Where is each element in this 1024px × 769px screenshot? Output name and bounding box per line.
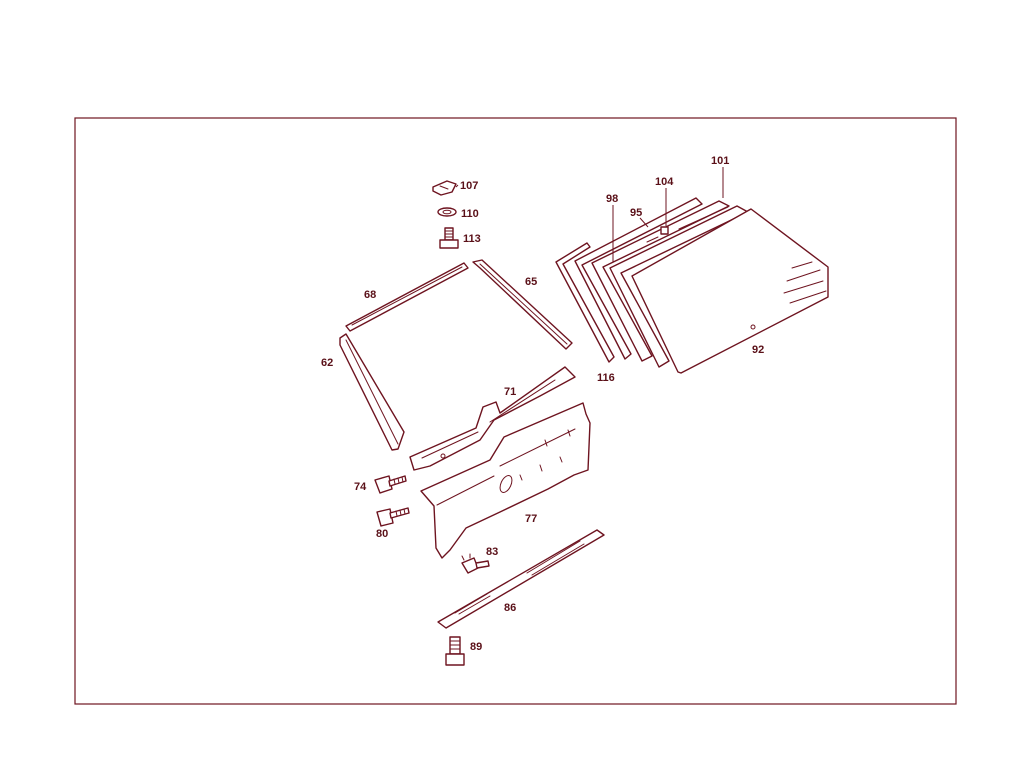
part-74-screw (374, 475, 407, 494)
label-62: 62 (321, 357, 333, 369)
part-95-frame (591, 200, 730, 362)
part-98-seal (574, 197, 703, 360)
label-68: 68 (364, 289, 376, 301)
part-107-clip (432, 180, 457, 196)
part-101-detail (678, 206, 729, 230)
part-89-screw (445, 636, 465, 666)
part-113-bolt (439, 227, 459, 249)
part-68-upper-trim (345, 262, 469, 332)
label-77: 77 (525, 513, 537, 525)
part-86-sill-strip (437, 529, 605, 629)
label-113: 113 (463, 233, 481, 245)
label-80: 80 (376, 528, 388, 540)
label-83: 83 (486, 546, 498, 558)
label-116: 116 (597, 372, 615, 384)
part-80-screw (376, 507, 410, 527)
label-71: 71 (504, 386, 516, 398)
label-95: 95 (630, 207, 642, 219)
part-62-left-trim (339, 333, 405, 451)
part-116-seal (555, 242, 615, 363)
part-110-washer (437, 207, 457, 217)
diagram-frame (74, 117, 957, 705)
part-71-garnish (409, 366, 576, 471)
part-101-frame (609, 205, 749, 368)
label-86: 86 (504, 602, 516, 614)
label-65: 65 (525, 276, 537, 288)
part-95-slot (646, 236, 659, 243)
label-104: 104 (655, 176, 674, 188)
part-104-piece (660, 226, 669, 235)
part-92-glass (631, 208, 829, 374)
label-89: 89 (470, 641, 482, 653)
label-74: 74 (354, 481, 367, 493)
leader-lines (455, 167, 724, 262)
part-77-trim-panel (420, 402, 591, 559)
label-107: 107 (460, 180, 478, 192)
label-101: 101 (711, 155, 729, 167)
part-65-right-trim (472, 259, 573, 350)
label-110: 110 (461, 208, 479, 220)
label-92: 92 (752, 344, 764, 356)
label-98: 98 (606, 193, 618, 205)
part-83-clip (461, 553, 490, 574)
